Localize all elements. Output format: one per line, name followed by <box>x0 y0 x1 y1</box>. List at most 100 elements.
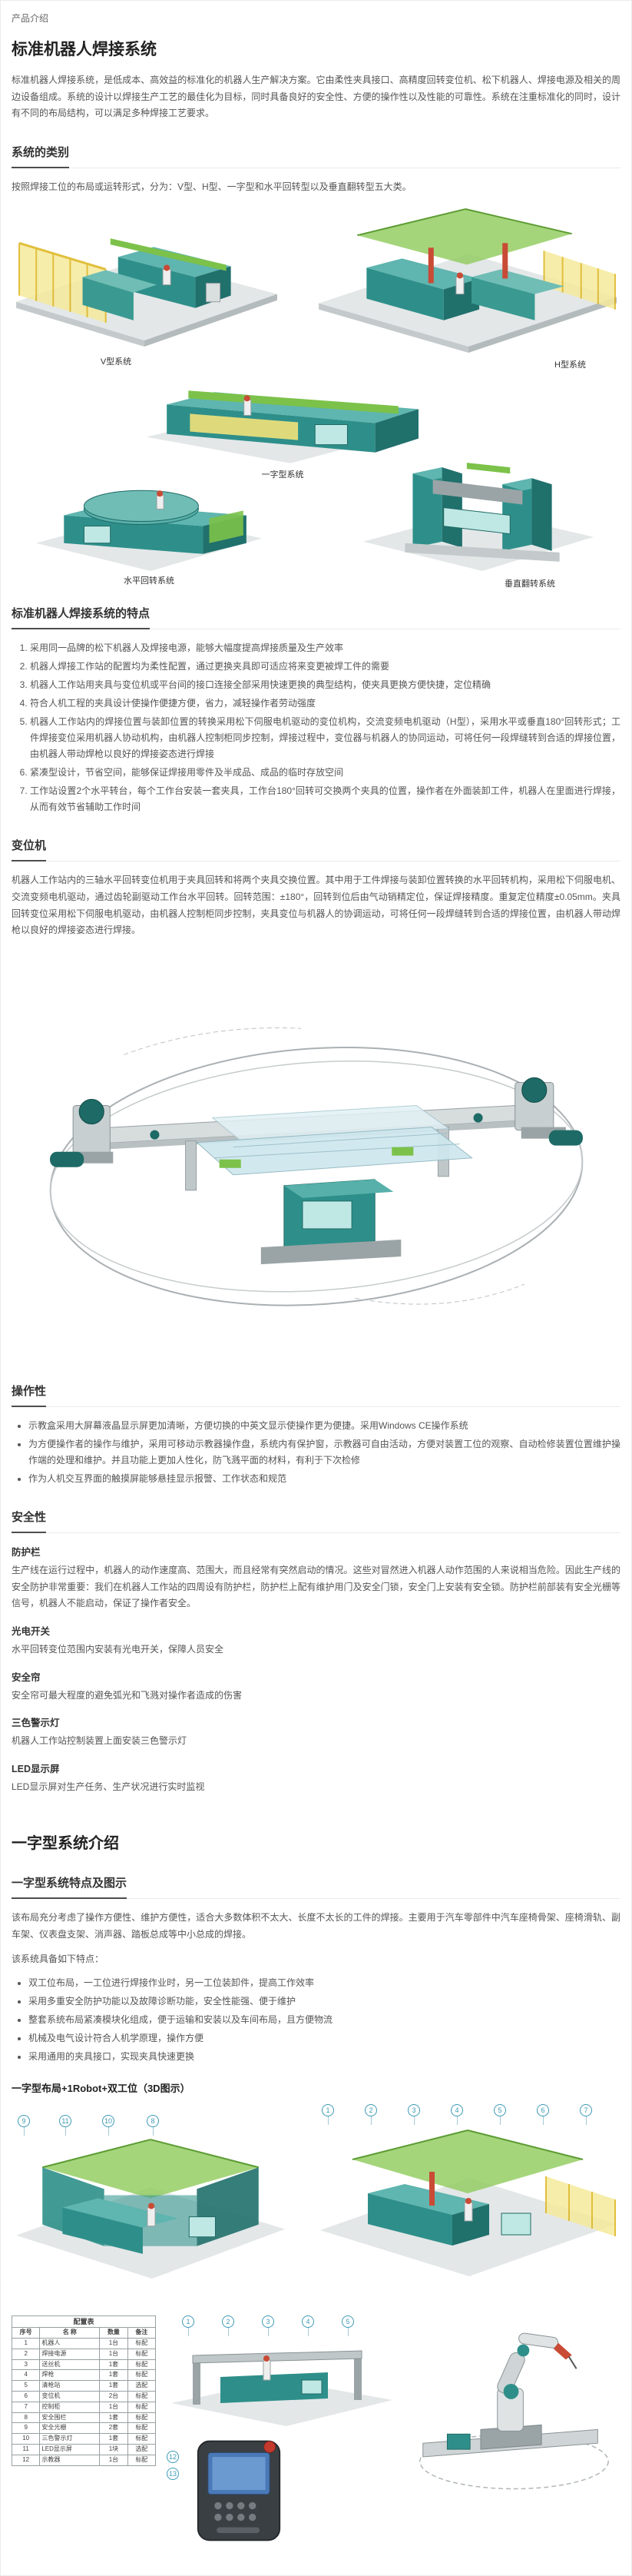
section-positioner: 变位机 <box>12 837 620 862</box>
section-features: 标准机器人焊接系统的特点 <box>12 605 620 630</box>
features-list: 采用同一品牌的松下机器人及焊接电源，能够大幅度提高焊接质量及生产效率 机器人焊接… <box>30 640 620 815</box>
operability-item: 示教盒采用大屏幕液晶显示屏更加清晰，方便切换的中英文显示使操作更为便捷。采用Wi… <box>28 1418 620 1434</box>
safety-sub-title: 防护栏 <box>12 1547 41 1559</box>
vertical-system-illustration <box>363 463 594 572</box>
config-col-no: 序号 <box>11 2327 41 2339</box>
feature-item: 采用同一品牌的松下机器人及焊接电源，能够大幅度提高焊接质量及生产效率 <box>30 640 620 656</box>
machine-detail-figure: 1 2 3 4 5 <box>167 2315 397 2432</box>
inline-bullet: 整套系统布局紧凑模块化组成，便于运输和安装以及车间布局，且方便物流 <box>28 2012 620 2028</box>
positioner-figure <box>31 953 601 1361</box>
inline-features-intro: 该系统具备如下特点： <box>12 1953 104 1964</box>
section-safety-label: 安全性 <box>12 1509 47 1534</box>
figure-line-system: 一字型系统 <box>144 354 422 480</box>
callout: 1 <box>182 2315 194 2337</box>
left-end-assembly <box>49 1098 113 1167</box>
feature-item: 机器人工作站用夹具与变位机或平台间的接口连接全部采用快速更换的典型结构，使夹具更… <box>30 677 620 693</box>
layout-3d-left-illustration <box>16 2139 285 2279</box>
safety-sub-desc: 水平回转变位范围内安装有光电开关，保障人员安全 <box>12 1643 224 1655</box>
system-gallery: V型系统 <box>12 203 620 589</box>
line-system-label: 一字型系统 <box>261 470 304 480</box>
callout: 6 <box>537 2104 549 2126</box>
category-desc: 按照焊接工位的布局或运转形式，分为：V型、H型、一字型和水平回转型以及垂直翻转型… <box>12 181 412 192</box>
safety-sub-desc: LED显示屏对生产任务、生产状况进行实时监视 <box>12 1781 205 1792</box>
callout: 4 <box>451 2104 463 2126</box>
section-safety: 安全性 <box>12 1509 620 1534</box>
pendant-callouts: 12 13 <box>167 2437 179 2481</box>
section-operability: 操作性 <box>12 1383 620 1408</box>
layout-3d-right: 1 2 3 4 5 6 7 <box>314 2104 621 2293</box>
positioner-desc: 机器人工作站内的三轴水平回转变位机用于夹具回转和将两个夹具交换位置。其中用于工件… <box>12 875 620 936</box>
horizontal-system-label: 水平回转系统 <box>124 576 174 586</box>
callout: 5 <box>342 2315 354 2337</box>
right-end-assembly <box>514 1077 583 1146</box>
yellow-fence <box>543 251 616 310</box>
v-system-label: V型系统 <box>100 357 132 367</box>
safety-sub-desc: 安全帘可最大程度的避免弧光和飞溅对操作者造成的伤害 <box>12 1689 243 1701</box>
config-col-qty: 数量 <box>99 2327 128 2339</box>
callout: 2 <box>365 2104 377 2126</box>
layout-3d-left: 9 11 10 8 <box>12 2115 290 2295</box>
feature-item: 符合人机工程的夹具设计使操作便捷方便，省力，减轻操作者劳动强度 <box>30 695 620 712</box>
callout: 3 <box>408 2104 420 2126</box>
inline-system-title: 一字型系统介绍 <box>12 1835 119 1853</box>
h-system-label: H型系统 <box>554 360 586 370</box>
callout: 5 <box>494 2104 506 2126</box>
operability-list: 示教盒采用大屏幕液晶显示屏更加清晰，方便切换的中英文显示使操作更为便捷。采用Wi… <box>28 1418 620 1487</box>
positioner-illustration <box>49 1027 583 1306</box>
section-category-label: 系统的类别 <box>12 144 70 168</box>
feature-item: 工作站设置2个水平转台，每个工作台安装一套夹具，工作台180°回转可交换两个夹具… <box>30 783 620 815</box>
config-col-note: 备注 <box>127 2327 157 2339</box>
config-table-title: 配置表 <box>12 2315 156 2329</box>
feature-item: 机器人焊接工作站的配置均为柔性配置，通过更换夹具即可适应将来变更被焊工件的需要 <box>30 659 620 675</box>
inline-bullets: 双工位布局，一工位进行焊接作业时，另一工位装卸件，提高工作效率 采用多重安全防护… <box>28 1975 620 2065</box>
intro-paragraph: 标准机器人焊接系统，是低成本、高效益的标准化的机器人生产解决方案。它由柔性夹具接… <box>12 75 620 119</box>
section-inline-features: 一字型系统特点及图示 <box>12 1874 620 1900</box>
callout: 3 <box>262 2315 274 2337</box>
feature-item: 机器人工作站内的焊接位置与装卸位置的转换采用松下伺服电机驱动的变位机构，交流变频… <box>30 714 620 762</box>
vertical-system-label: 垂直翻转系统 <box>505 579 555 589</box>
teach-pendant-illustration <box>197 2440 281 2541</box>
operability-item: 为方便操作者的操作与维护，采用可移动示教器操作盘，系统内有保护窗，示教器可自由活… <box>28 1436 620 1469</box>
safety-sub-title: LED显示屏 <box>12 1763 60 1774</box>
inline-bullet: 机械及电气设计符合人机学原理，操作方便 <box>28 2030 620 2047</box>
safety-sub-title: 光电开关 <box>12 1625 51 1637</box>
line-system-illustration <box>147 390 419 464</box>
safety-sub-desc: 生产线在运行过程中，机器人的动作速度高、范围大，而且经常有突然启动的情况。这些对… <box>12 1565 620 1609</box>
layout-diagram-title: 一字型布局+1Robot+双工位（3D图示） <box>12 2083 190 2095</box>
callout: 9 <box>18 2115 30 2136</box>
page-title: 标准机器人焊接系统 <box>12 41 157 58</box>
operability-item: 作为人机交互界面的触摸屏能够悬挂显示报警、工作状态和规范 <box>28 1471 620 1487</box>
figure-vertical-system: 垂直翻转系统 <box>359 450 598 589</box>
safety-sub-title: 三色警示灯 <box>12 1718 60 1729</box>
breadcrumb: 产品介绍 <box>12 13 49 24</box>
section-category: 系统的类别 <box>12 144 620 168</box>
callout: 1 <box>322 2104 334 2126</box>
center-cabinet <box>260 1179 401 1264</box>
inline-bullet: 双工位布局，一工位进行焊接作业时，另一工位装卸件，提高工作效率 <box>28 1975 620 1991</box>
callout: 12 <box>167 2451 179 2464</box>
pendant-row: 12 13 <box>167 2437 397 2544</box>
h-system-illustration <box>319 208 617 354</box>
section-positioner-label: 变位机 <box>12 837 47 862</box>
inline-desc: 该布局充分考虑了操作方便性、维护方便性，适合大多数体积不太大、长度不太长的工件的… <box>12 1912 620 1940</box>
layout-3d-right-illustration <box>320 2130 617 2277</box>
callout: 10 <box>102 2115 114 2136</box>
feature-item: 紧凑型设计，节省空间，能够保证焊接用零件及半成品、成品的临时存放空间 <box>30 765 620 781</box>
layout-3d-figures: 9 11 10 8 1 2 3 4 <box>12 2104 620 2308</box>
robot-illustration <box>419 2332 609 2490</box>
callout: 7 <box>580 2104 592 2126</box>
callout: 2 <box>222 2315 234 2337</box>
callout: 4 <box>302 2315 314 2337</box>
